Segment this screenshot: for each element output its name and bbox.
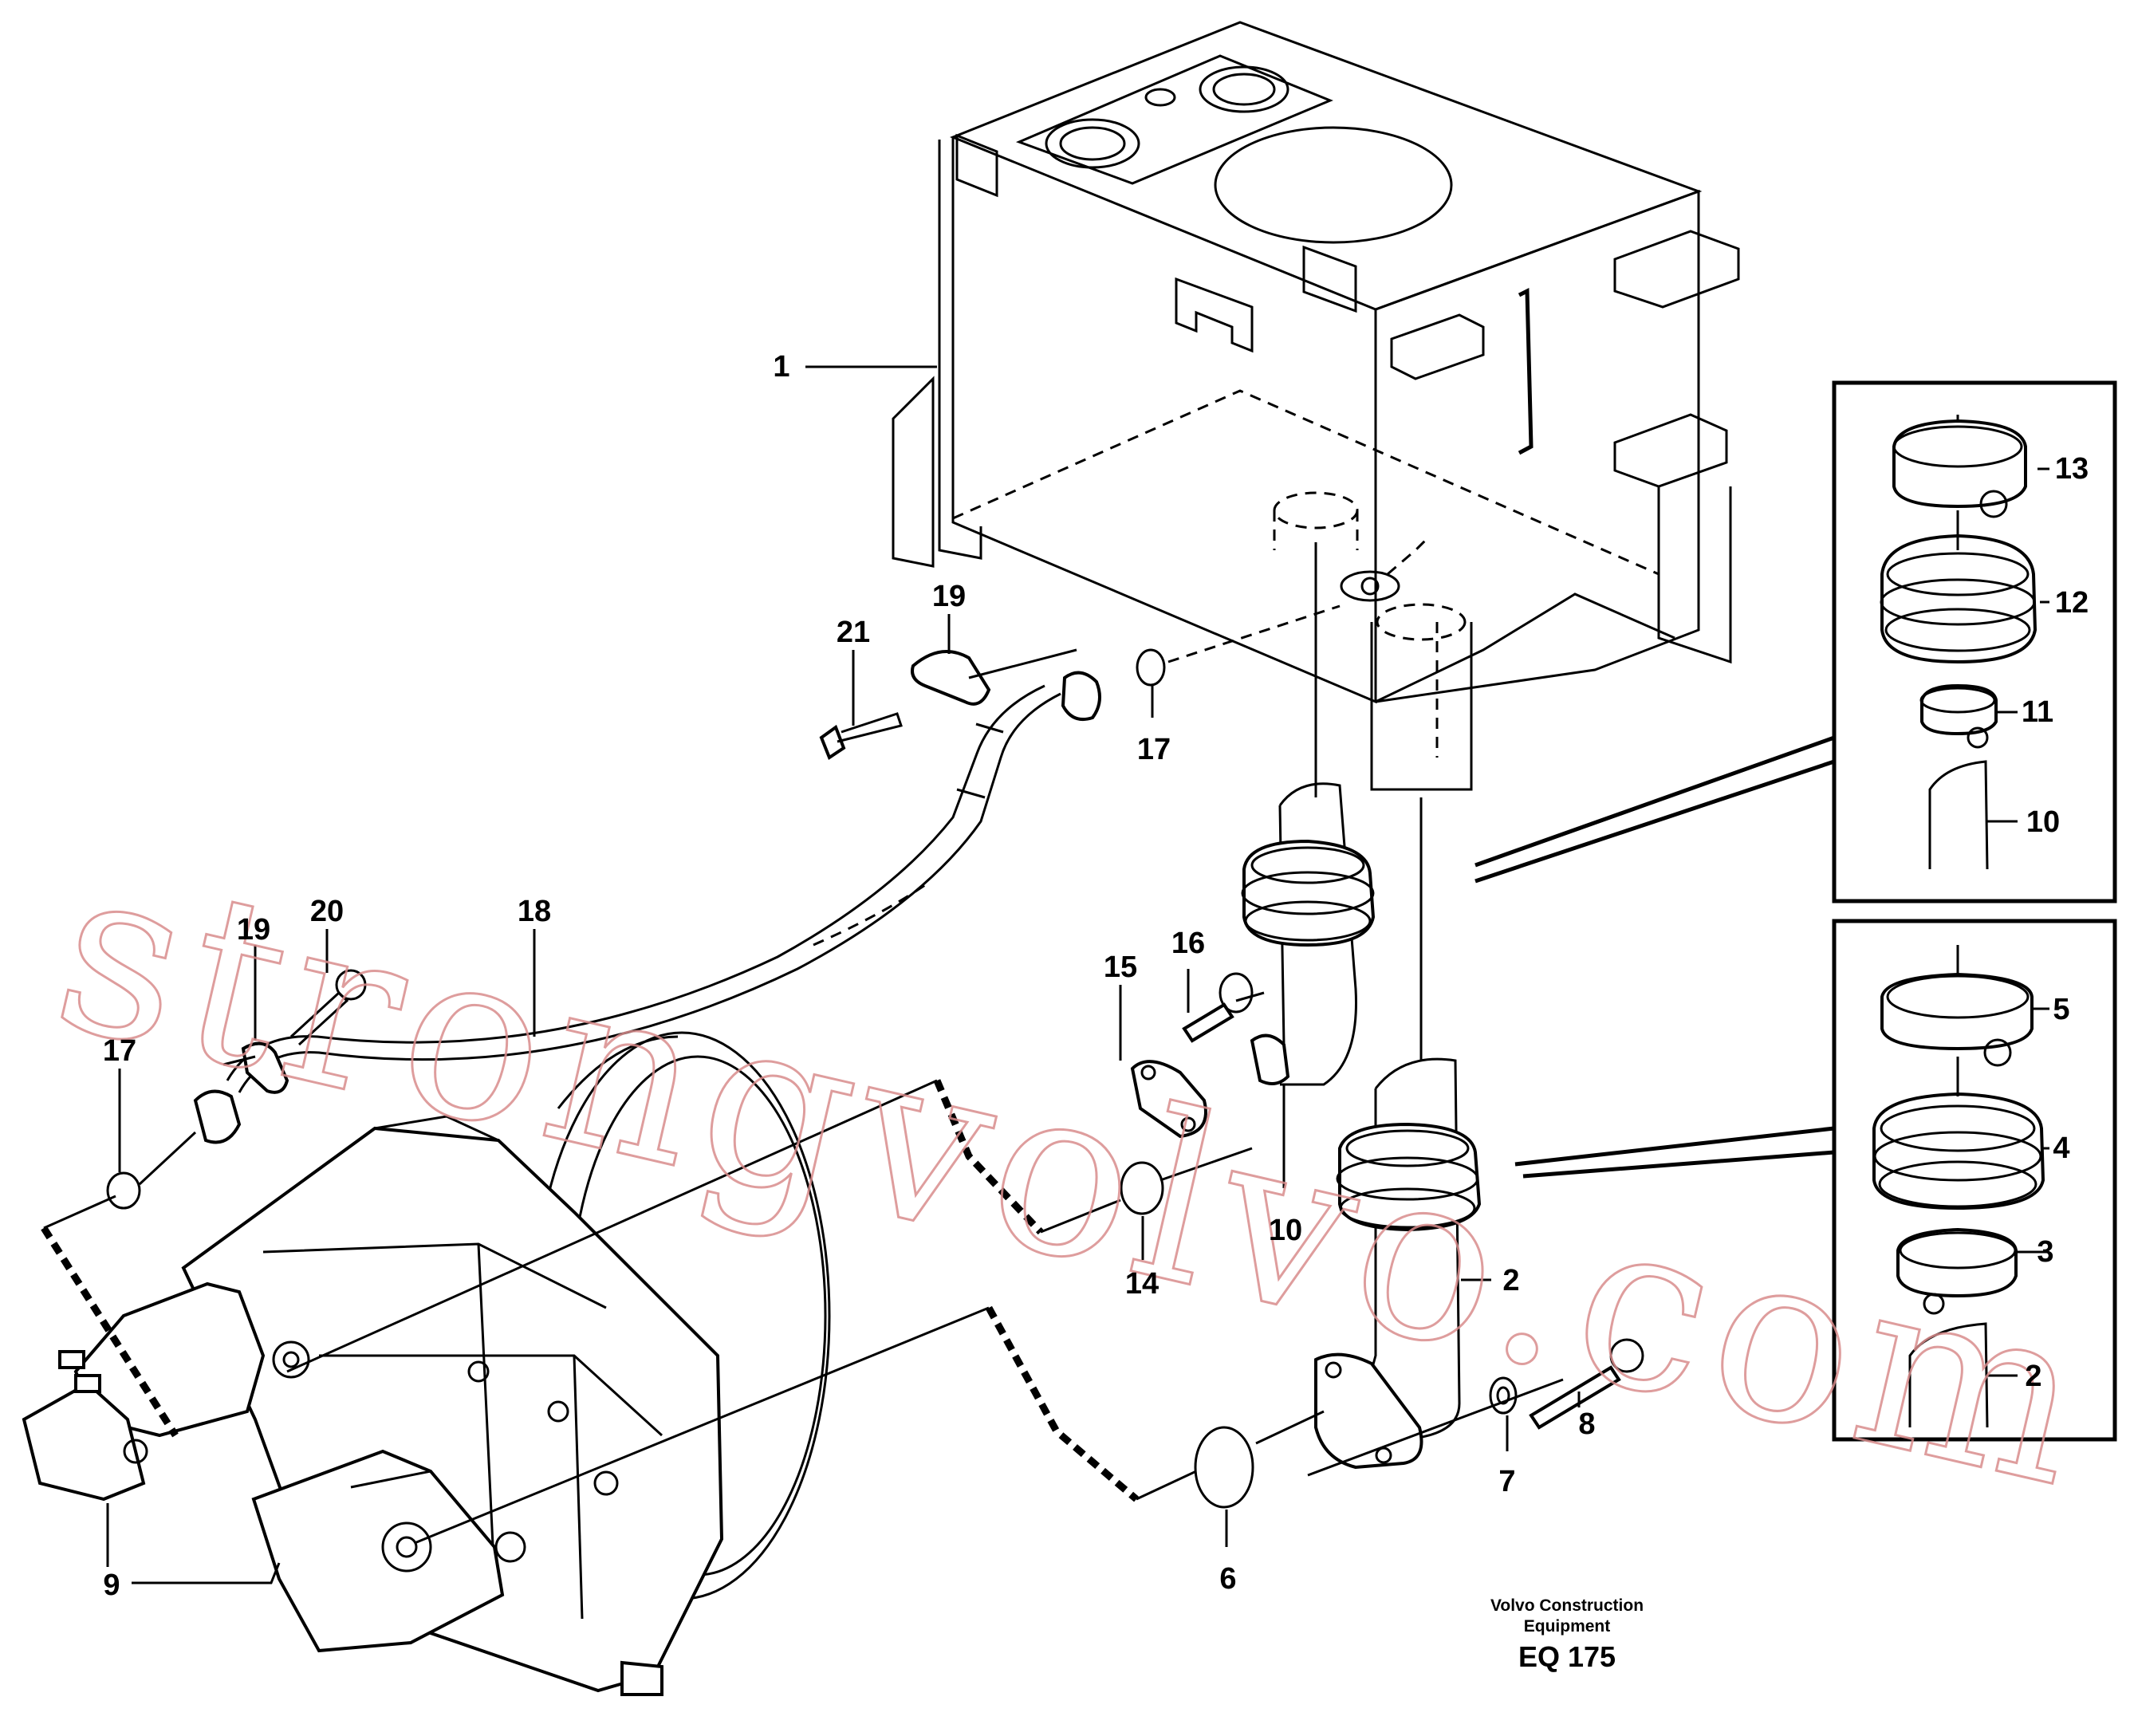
manufacturer-line-2: Equipment	[1524, 1617, 1611, 1636]
drawing-code: EQ 175	[1518, 1640, 1616, 1673]
callout-10-main: 10	[1269, 1214, 1302, 1247]
callout-4: 4	[2053, 1132, 2069, 1165]
o-ring-6	[1194, 1426, 1254, 1509]
callout-2-main: 2	[1502, 1264, 1519, 1297]
callout-1: 1	[773, 350, 789, 384]
o-ring-17-upper	[1136, 648, 1166, 687]
callout-17-lower: 17	[103, 1034, 136, 1068]
callout-15: 15	[1104, 951, 1137, 984]
callout-10-detail: 10	[2026, 805, 2060, 839]
manufacturer-line-1: Volvo Construction	[1490, 1596, 1644, 1615]
callout-19-lower: 19	[237, 913, 270, 947]
suction-pipes	[1120, 542, 1644, 1509]
callout-14: 14	[1125, 1267, 1159, 1301]
pump-gearbox	[22, 1031, 831, 1696]
callout-2-detail: 2	[2025, 1360, 2041, 1393]
callout-8: 8	[1578, 1407, 1595, 1441]
sleeve-lower	[1338, 1122, 1482, 1232]
clamp-upper	[911, 650, 991, 706]
hydraulic-tank	[892, 21, 1740, 791]
clamp-3	[1896, 1227, 2018, 1298]
drawing-footer: Volvo Construction Equipment EQ 175	[1490, 1596, 1644, 1673]
callout-labels: 1 19 21 17 18 20 19 17 15 16 10 14 2 8 7…	[103, 350, 2089, 1602]
callout-11: 11	[2022, 695, 2053, 729]
pump-lower	[251, 1449, 505, 1653]
o-ring-17-lower	[106, 1171, 141, 1210]
callout-16: 16	[1171, 927, 1205, 960]
connection-lines	[41, 1079, 1253, 1545]
bolt-16	[1182, 1002, 1234, 1043]
sleeve-upper	[1242, 839, 1376, 947]
clamp-5	[1880, 972, 2034, 1051]
callout-17-upper: 17	[1137, 733, 1171, 766]
clamp-13	[1892, 419, 2027, 509]
callout-18: 18	[518, 895, 551, 928]
bolt-8	[1529, 1365, 1621, 1430]
return-hose-assembly	[106, 604, 1341, 1210]
callout-12: 12	[2055, 586, 2089, 620]
detail-box-upper	[1474, 380, 2117, 903]
callout-13: 13	[2055, 452, 2089, 486]
sleeve-12	[1880, 533, 2037, 664]
callout-20: 20	[310, 895, 344, 928]
detail-box-lower	[1514, 919, 2117, 1442]
clamp-11	[1920, 683, 1998, 736]
callout-7: 7	[1498, 1465, 1515, 1498]
callout-5: 5	[2053, 993, 2069, 1026]
washer-7	[1489, 1376, 1518, 1415]
bolt-21	[819, 724, 846, 761]
callout-19-upper: 19	[932, 580, 966, 613]
callout-6: 6	[1219, 1562, 1236, 1596]
o-ring-14	[1120, 1161, 1164, 1215]
leader-lines	[106, 365, 2049, 1584]
callout-3: 3	[2037, 1235, 2053, 1269]
callout-21: 21	[837, 616, 870, 649]
callout-9: 9	[103, 1569, 120, 1602]
